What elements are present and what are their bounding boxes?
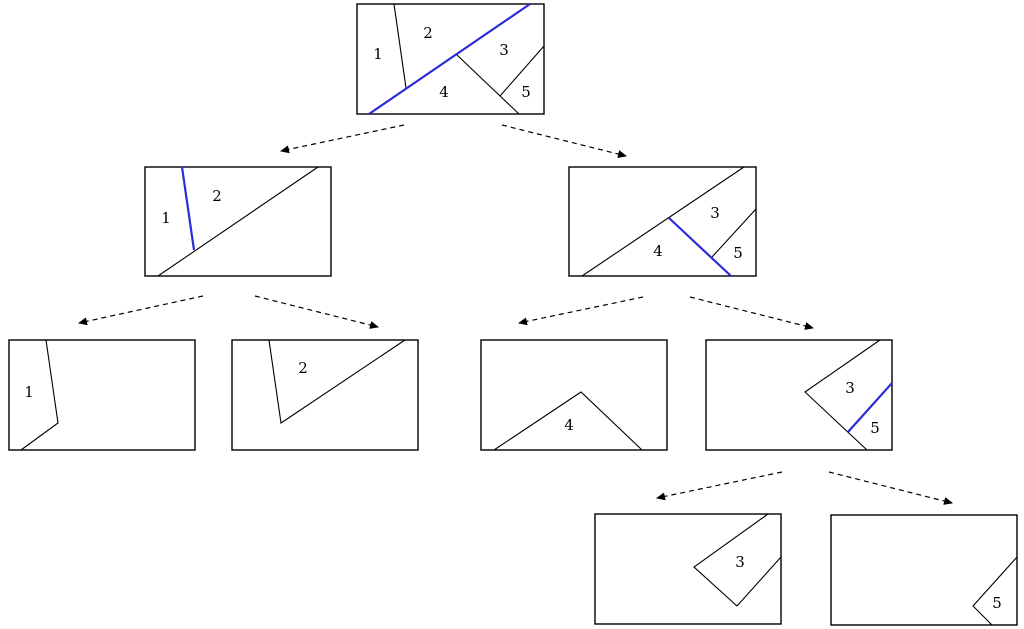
edge — [711, 208, 757, 258]
leaf-3: 3 — [594, 513, 782, 625]
node-root: 1 2 3 4 5 — [356, 3, 545, 115]
edge — [804, 339, 881, 451]
region-label-3: 3 — [499, 41, 509, 59]
leaf-3-frame — [594, 513, 782, 625]
region-label-4: 4 — [564, 416, 574, 434]
cut-line — [847, 382, 893, 433]
leaf-1-frame — [8, 339, 196, 451]
edge — [972, 556, 1018, 626]
region-label-4: 4 — [439, 83, 449, 101]
arrow-root-to-right — [501, 124, 627, 158]
node-left-frame — [144, 166, 332, 277]
region-label-1: 1 — [161, 209, 171, 227]
region-label-1: 1 — [373, 45, 383, 63]
edge — [456, 54, 520, 115]
leaf-2: 2 — [231, 339, 419, 451]
arrow-right-to-leaf-4 — [518, 296, 644, 326]
region-label-5: 5 — [733, 244, 743, 262]
edge — [157, 166, 319, 277]
region-label-2: 2 — [298, 359, 308, 377]
edge — [693, 513, 782, 607]
leaf-4-frame — [480, 339, 668, 451]
node-right-frame — [568, 166, 757, 277]
region-label-4: 4 — [653, 242, 663, 260]
arrow-root-to-left — [280, 124, 405, 154]
arrow-left-to-leaf-2 — [254, 295, 379, 329]
region-label-1: 1 — [24, 383, 34, 401]
node-35: 3 5 — [705, 339, 893, 451]
cut-line — [368, 3, 531, 115]
node-left: 1 2 — [144, 166, 332, 277]
region-label-5: 5 — [992, 594, 1002, 612]
edge — [499, 45, 545, 97]
node-right: 3 4 5 — [568, 166, 757, 277]
arrow-node-35-to-leaf-5 — [828, 471, 953, 505]
node-root-frame — [356, 3, 545, 115]
edge — [393, 3, 407, 89]
edge — [20, 339, 59, 451]
leaf-5-frame — [830, 514, 1018, 626]
edge — [581, 166, 745, 277]
edge — [493, 391, 643, 451]
region-label-3: 3 — [845, 379, 855, 397]
region-label-2: 2 — [212, 187, 222, 205]
region-label-5: 5 — [521, 83, 531, 101]
cut-line — [668, 217, 732, 277]
arrow-left-to-leaf-1 — [78, 295, 204, 326]
edge — [268, 339, 406, 424]
leaf-4: 4 — [480, 339, 668, 451]
leaf-5: 5 — [830, 514, 1018, 626]
region-label-2: 2 — [423, 24, 433, 42]
arrow-node-35-to-leaf-3 — [656, 471, 783, 501]
cut-line — [180, 166, 196, 251]
region-label-3: 3 — [710, 204, 720, 222]
arrow-right-to-node-35 — [689, 296, 814, 330]
leaf-1: 1 — [8, 339, 196, 451]
node-35-frame — [705, 339, 893, 451]
region-label-5: 5 — [870, 419, 880, 437]
region-label-3: 3 — [735, 553, 745, 571]
leaf-2-frame — [231, 339, 419, 451]
